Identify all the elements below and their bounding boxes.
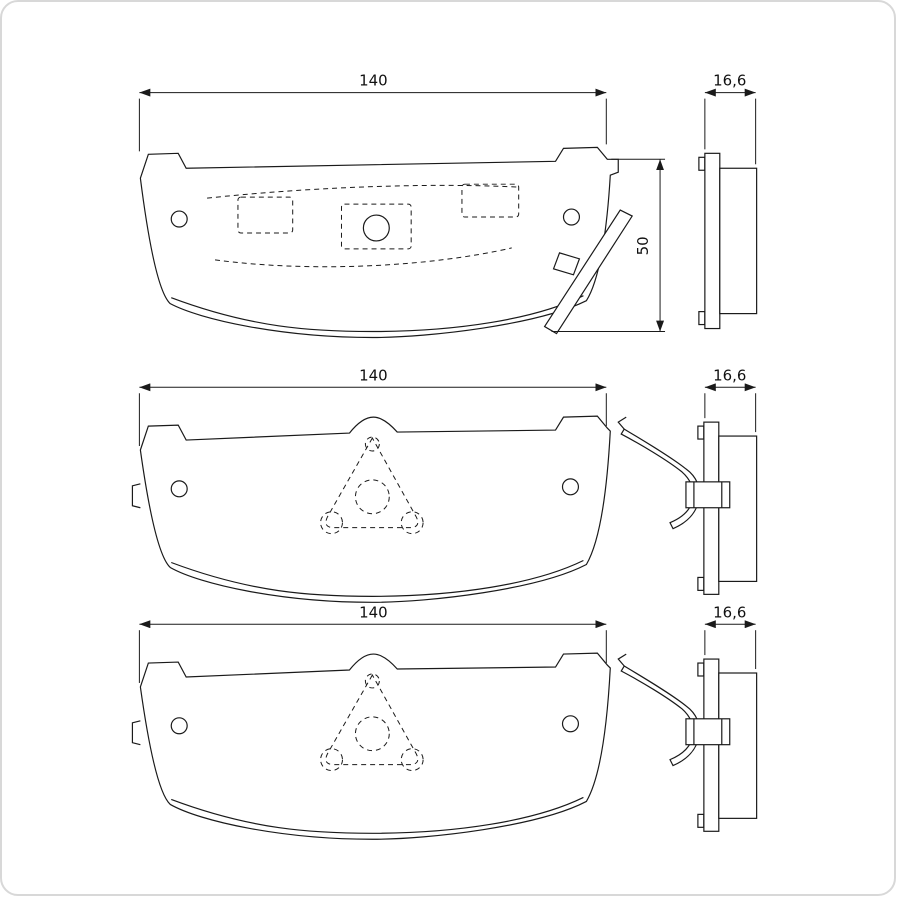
- bottom-view: 140 16,6: [132, 603, 756, 839]
- hidden-edge-top: [207, 184, 520, 199]
- hidden-edge-bottom: [214, 247, 512, 268]
- width-dimension-label: 140: [359, 72, 387, 90]
- mounting-hole-left: [170, 480, 188, 498]
- center-hole: [362, 214, 390, 242]
- retaining-clip-detail: [693, 481, 723, 508]
- retaining-clip: [685, 481, 731, 509]
- thickness-dimension-label: 16,6: [713, 603, 746, 621]
- middle-view: 140 16,6: [131, 366, 758, 603]
- spring-clip-tip: [617, 416, 627, 430]
- friction-material-side: [719, 167, 758, 315]
- hidden-hole-apex: [364, 436, 380, 452]
- hidden-slot-left: [237, 196, 294, 234]
- backing-plate-outline: [139, 415, 611, 603]
- backing-plate-side: [704, 152, 721, 330]
- width-dimension-label: 140: [359, 603, 387, 621]
- friction-edge-arc: [171, 559, 584, 597]
- width-dimension: 140: [138, 72, 607, 152]
- plate-tab-top: [698, 156, 706, 171]
- wear-sensor-tab: [552, 252, 581, 276]
- plate-tab-bottom: [698, 311, 706, 326]
- spring-clip: [620, 428, 700, 530]
- mounting-hole-left: [170, 210, 188, 228]
- hidden-sensor-triangle: [325, 437, 419, 529]
- friction-material-side: [718, 435, 758, 583]
- hidden-hole-left: [320, 511, 343, 535]
- hidden-hole-right: [400, 511, 424, 535]
- mounting-hole-right: [562, 208, 581, 226]
- brake-pad-front-view: [139, 146, 634, 339]
- hidden-center-hole: [354, 479, 390, 515]
- top-view: 140 50: [138, 72, 758, 339]
- thickness-dimension: 16,6: [704, 72, 757, 165]
- middle-view-geometry: [131, 383, 758, 603]
- hidden-slot-center: [340, 203, 412, 250]
- height-dimension: 50: [551, 158, 666, 333]
- thickness-dimension-label: 16,6: [713, 72, 746, 90]
- height-dimension-label: 50: [634, 236, 652, 255]
- plate-tab-top: [697, 425, 705, 440]
- brake-pad-side-view: [698, 152, 758, 330]
- mounting-hole-right: [561, 478, 580, 496]
- backing-plate-outline: [139, 146, 619, 339]
- wear-sensor-strip: [543, 209, 634, 335]
- side-tab-left: [131, 483, 141, 509]
- plate-tab-bottom: [697, 576, 705, 591]
- thickness-dimension-label: 16,6: [713, 366, 746, 384]
- bottom-view-geometry: [132, 624, 756, 839]
- hidden-slot-right: [461, 183, 520, 218]
- friction-edge-arc: [171, 295, 584, 333]
- width-dimension-label: 140: [359, 366, 387, 384]
